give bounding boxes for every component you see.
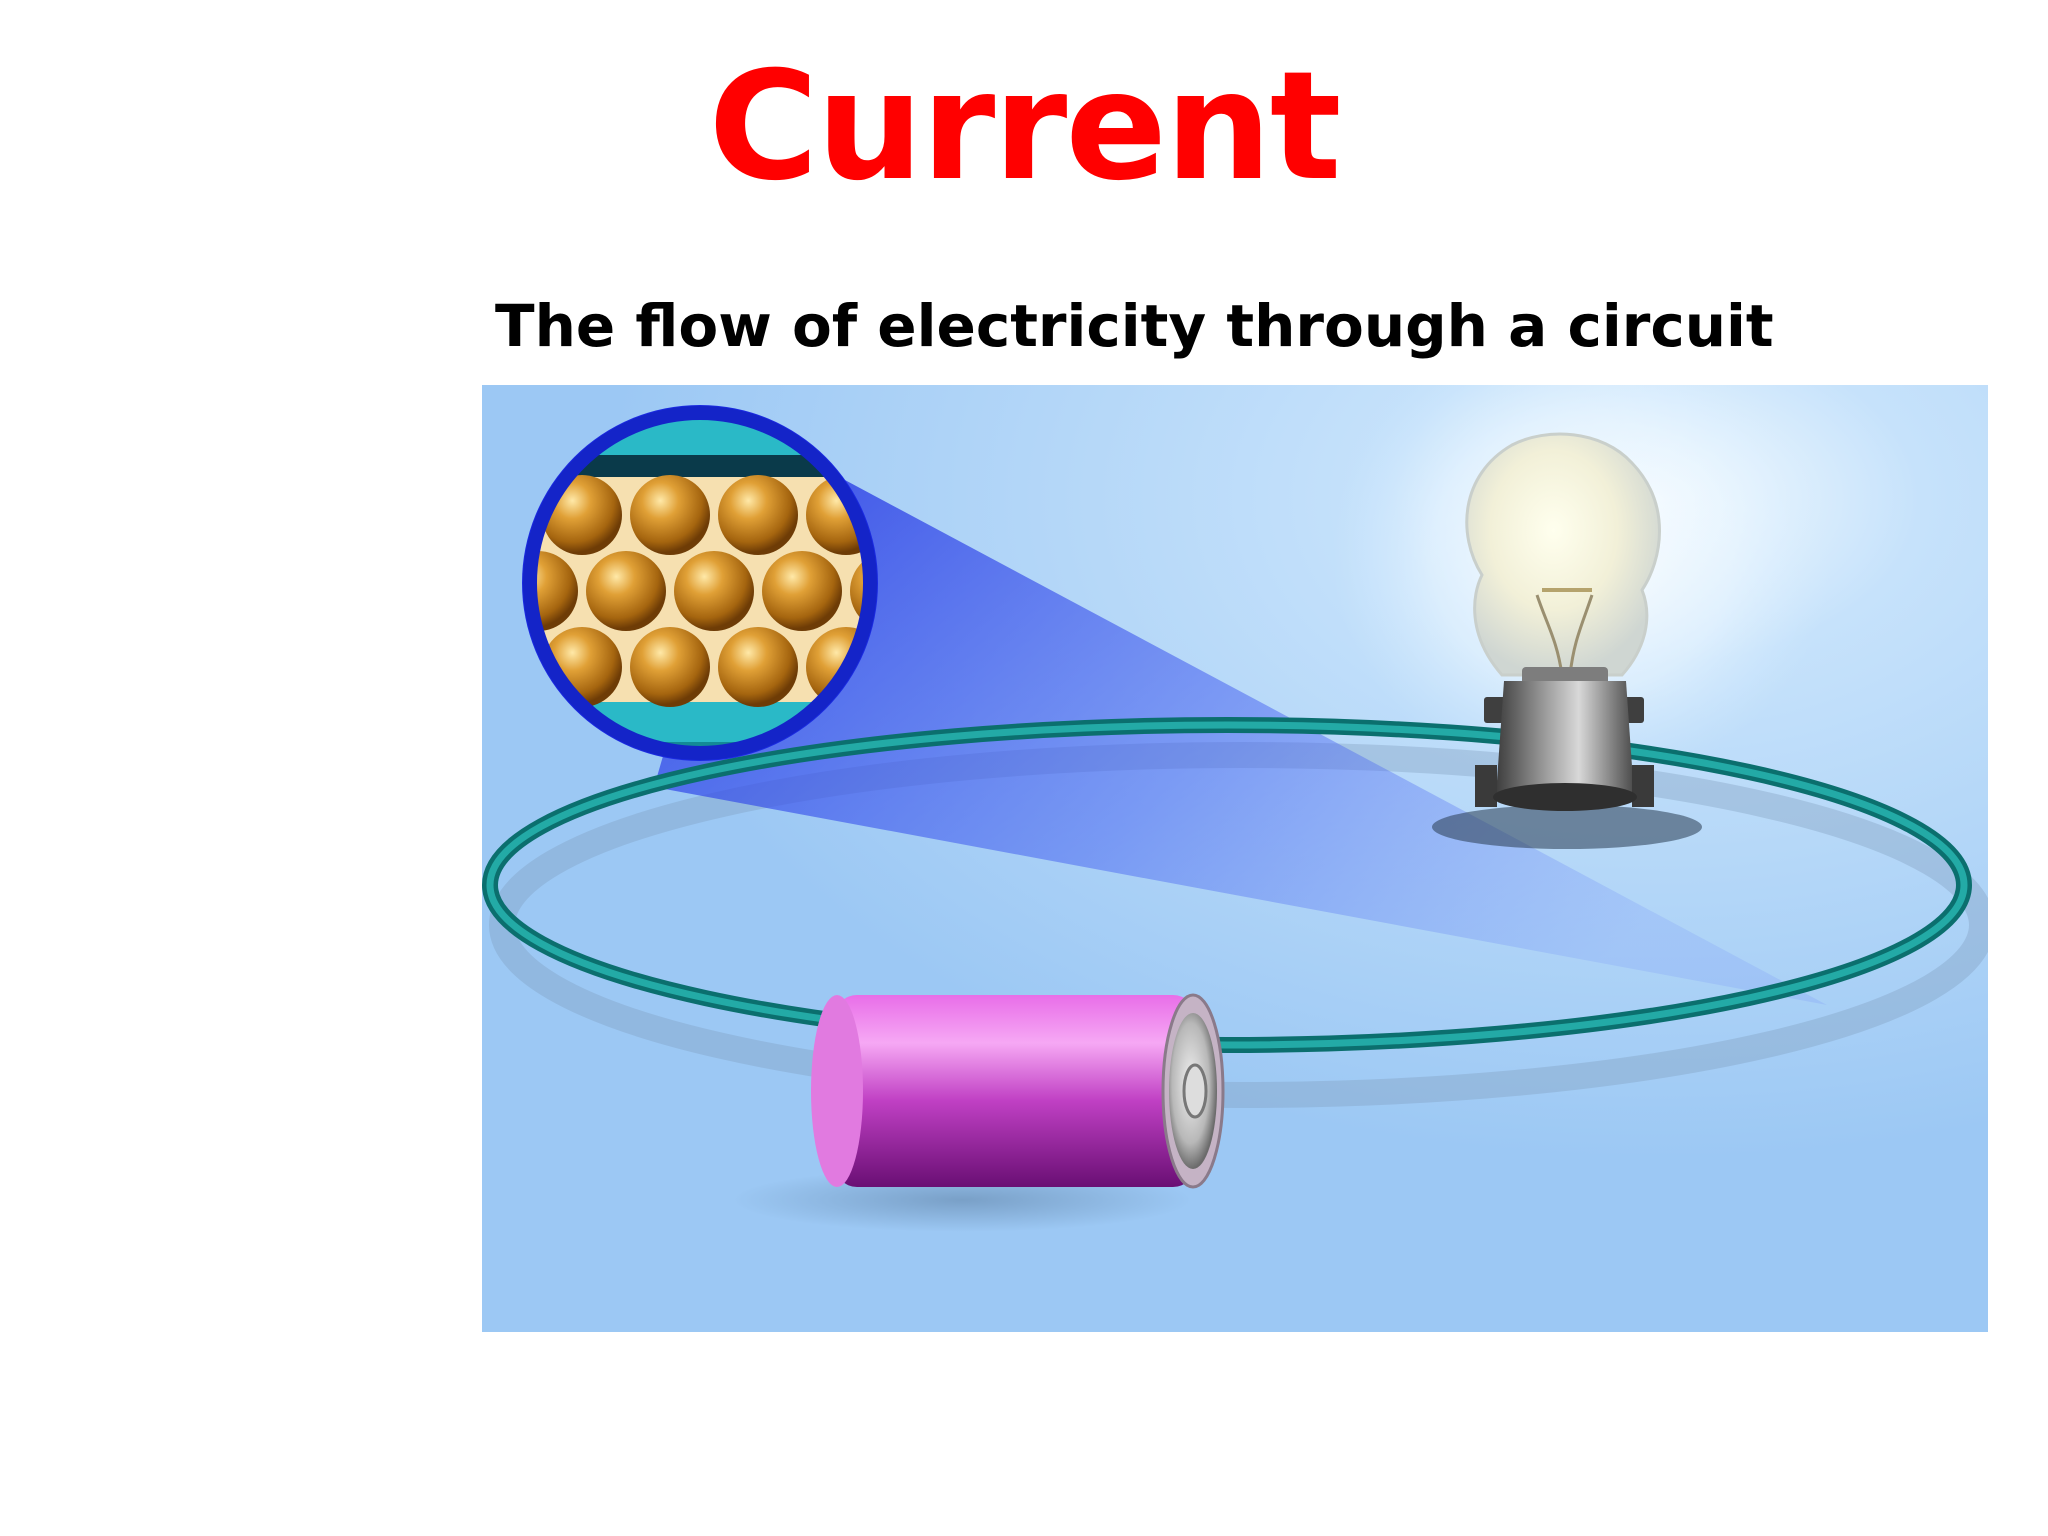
- circuit-illustration-svg: [482, 385, 1988, 1332]
- slide-title: Current: [708, 40, 1341, 214]
- slide-subtitle: The flow of electricity through a circui…: [495, 292, 1774, 360]
- circuit-illustration: [482, 385, 1988, 1332]
- light-bulb-icon: [1465, 432, 1661, 811]
- wire-loop-highlight: [486, 721, 1968, 1049]
- battery-icon: [811, 993, 1225, 1189]
- socket-shadow: [1432, 805, 1702, 849]
